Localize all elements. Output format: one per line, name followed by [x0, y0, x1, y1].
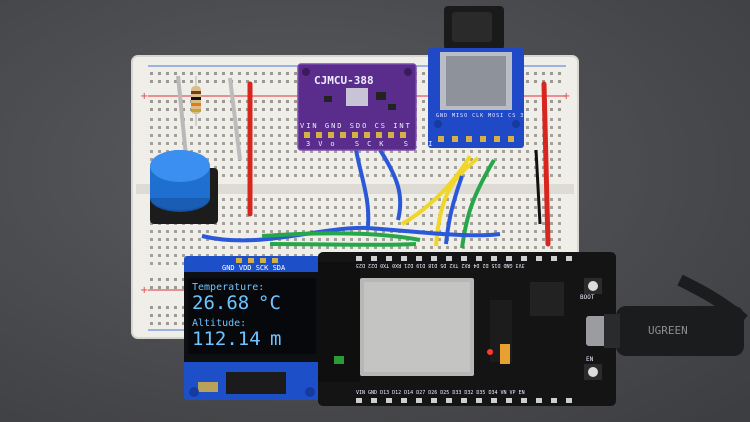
usb-uart-chip: [530, 282, 564, 316]
blue-wire: [444, 175, 464, 245]
svg-text:+: +: [140, 91, 148, 102]
sensor-pins-bottom: 3Vo SCK SDI: [306, 140, 441, 148]
esp32-header-pins: [356, 256, 572, 403]
temperature-label: Temperature:: [192, 282, 265, 293]
altitude-value: 112.14: [192, 328, 261, 350]
esp32-bottom-pin-labels: VIN GND D13 D12 D14 D27 D26 D25 D33 D32 …: [356, 390, 525, 396]
sd-pin-labels: GND MISO CLK MOSI CS 3V3: [436, 113, 533, 119]
black-wire: [534, 149, 542, 225]
usb-cable: [604, 274, 748, 356]
sensor-pins-top: VIN GND SDO CS INT: [300, 122, 412, 130]
en-label: EN: [586, 356, 594, 363]
temperature-unit: °C: [258, 292, 281, 314]
boot-button-cap: [588, 281, 598, 291]
resistor: [191, 76, 201, 126]
temperature-value: 26.68: [192, 292, 250, 314]
esp32-top-pin-labels: 3V3 GND D15 D2 D4 RX2 TX2 D5 D18 D19 D21…: [356, 262, 525, 268]
red-wire: [541, 81, 551, 247]
blue-wire: [378, 148, 403, 221]
grey-wire: [176, 75, 188, 157]
svg-text:+: +: [140, 285, 148, 296]
green-wire: [269, 242, 417, 247]
oled-module: [184, 256, 320, 400]
altitude-unit: m: [270, 328, 282, 350]
green-wire: [261, 231, 421, 242]
blue-wire: [354, 149, 371, 227]
cable-brand: UGREEN: [648, 324, 688, 337]
green-wire: [460, 158, 496, 249]
cjmcu-388-sensor: [297, 63, 417, 151]
altitude-label: Altitude:: [192, 318, 247, 329]
boot-label: BOOT: [580, 294, 595, 301]
svg-text:+: +: [562, 91, 570, 102]
yellow-wire: [401, 154, 472, 226]
esp32-board: [318, 252, 616, 406]
en-button-cap: [588, 367, 598, 377]
yellow-wire: [434, 156, 480, 247]
blue-wire: [201, 225, 501, 243]
grey-wire: [228, 77, 242, 161]
sd-header-pins: [438, 136, 514, 142]
push-button: [150, 150, 218, 224]
sensor-name: CJMCU-388: [314, 74, 374, 87]
sd-card-module: [428, 48, 524, 148]
sensor-header-pins: [304, 132, 406, 138]
oled-header-pins: [236, 258, 278, 263]
power-led: [487, 349, 493, 355]
oled-header-label: GND VDD SCK SDA: [222, 264, 286, 272]
